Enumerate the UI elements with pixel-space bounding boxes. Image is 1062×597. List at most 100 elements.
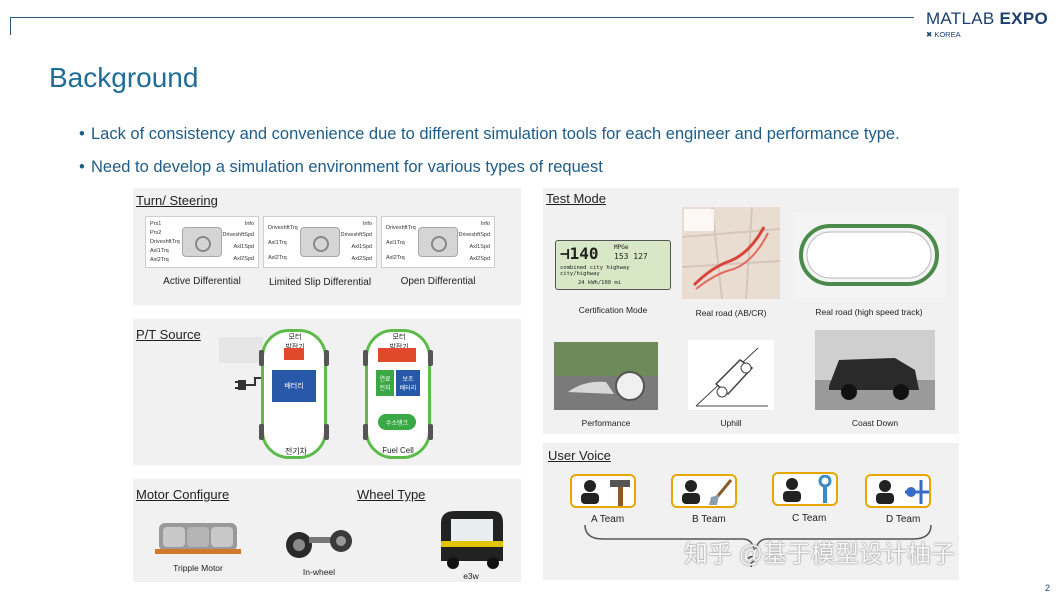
bullet-item: •Lack of consistency and convenience due… <box>79 125 900 143</box>
fuel-cell-car-outline: 모터 발전기 연료 전지 보조 배터리 수소탱크 <box>363 329 433 459</box>
mpge-line: city/highway <box>560 271 600 277</box>
mpge-label-image: ⊣140 MPGe 153 127 combined city highway … <box>555 240 671 290</box>
port-label: Axl2Spd <box>233 256 255 262</box>
person-icon <box>876 480 894 504</box>
item-caption: Real road (high speed track) <box>815 307 923 317</box>
coast-down-image <box>815 330 935 410</box>
performance-image <box>554 342 658 410</box>
motor-box <box>378 348 416 362</box>
mpge-city: 153 <box>614 252 629 261</box>
person-icon <box>783 478 801 502</box>
panel-title: User Voice <box>548 448 611 463</box>
panel-title: Test Mode <box>546 191 606 206</box>
wrench-icon <box>818 475 832 503</box>
port-label: Info <box>244 221 254 227</box>
item-caption: In-wheel <box>302 567 336 577</box>
bullet-text: Need to develop a simulation environment… <box>91 158 603 176</box>
person-icon <box>682 480 700 504</box>
port-label: Axl2Spd <box>469 256 491 262</box>
port-label: Info <box>480 221 490 227</box>
mpge-line: 24 kWh/100 mi <box>578 280 622 286</box>
port-label: Prs2 <box>150 230 162 236</box>
port-label: Axl1Trq <box>268 240 287 246</box>
hydrogen-tank-box: 수소탱크 <box>378 414 416 430</box>
item-caption: Tripple Motor <box>173 563 223 573</box>
plug-icon: ⊣ <box>560 244 570 263</box>
team-a-box <box>570 474 636 508</box>
item-caption: Certification Mode <box>578 305 648 315</box>
panel-title: Wheel Type <box>357 487 426 502</box>
test-mode-panel: Test Mode ⊣140 MPGe 153 127 combined cit… <box>543 188 959 434</box>
block-caption: Active Differential <box>163 276 241 287</box>
block-caption: Limited Slip Differential <box>268 277 372 288</box>
pt-source-panel: P/T Source 모터 발전기 배터리 전기차 모터 발전기 연료 전지 보… <box>133 319 521 465</box>
matlab-expo-logo: MATLAB EXPO ✖ KOREA <box>926 9 1048 39</box>
differential-gear-icon <box>182 227 222 257</box>
logo-matlab-text: MATLAB <box>925 9 995 28</box>
differential-gear-icon <box>418 227 458 257</box>
port-label: DriveshftTrq <box>150 239 180 245</box>
question-mark: ? <box>747 554 756 571</box>
person-icon <box>581 480 599 504</box>
item-caption: Performance <box>581 418 631 428</box>
header-rule <box>10 17 914 18</box>
differential-gear-icon <box>300 227 340 257</box>
mpge-unit: MPGe <box>614 244 629 251</box>
high-speed-track-image <box>793 212 945 298</box>
port-label: DriveshftTrq <box>268 225 298 231</box>
hammer-icon <box>610 480 630 506</box>
port-label: Axl1Spd <box>351 244 373 250</box>
header-tick <box>10 17 11 35</box>
port-label: DriveshftSpd <box>458 232 491 238</box>
tripple-motor-image <box>155 523 241 554</box>
in-wheel-image <box>286 530 352 558</box>
motor-label: 모터 발전기 <box>285 334 304 351</box>
team-label: A Team <box>591 514 625 525</box>
port-label: Info <box>362 221 372 227</box>
port-label: Axl2Trq <box>386 255 405 261</box>
motor-wheel-panel: Motor Configure Wheel Type Tripple Motor… <box>133 479 521 582</box>
shovel-icon <box>709 479 733 505</box>
port-label: Axl1Spd <box>469 244 491 250</box>
team-d-box <box>865 474 931 508</box>
item-caption: Uphill <box>720 418 742 428</box>
fuel-cell-box: 연료 전지 <box>376 370 394 396</box>
port-label: Axl2Spd <box>351 256 373 262</box>
road-map-image <box>682 207 780 299</box>
port-label: DriveshftSpd <box>222 232 255 238</box>
page-number: 2 <box>1044 583 1050 593</box>
bullet-list: •Lack of consistency and convenience due… <box>79 118 1039 184</box>
turn-steering-panel: Turn/ Steering Prs1 Prs2 DriveshftTrq Ax… <box>133 188 521 305</box>
battery-box: 배터리 <box>272 370 316 402</box>
tools-icon <box>905 480 929 504</box>
ev-car-outline: 모터 발전기 배터리 <box>259 329 329 459</box>
motor-label: 모터 발전기 <box>389 334 408 351</box>
port-label: DriveshftTrq <box>386 225 416 231</box>
mpge-highway: 127 <box>633 252 648 261</box>
motor-box <box>284 348 304 360</box>
team-label: D Team <box>886 514 921 525</box>
team-c-box <box>772 472 838 506</box>
user-voice-panel: User Voice A Team B Team C Team D Team ? <box>543 443 959 580</box>
mpge-value: 140 <box>569 244 599 263</box>
logo-korea-text: KOREA <box>934 30 961 39</box>
port-label: Axl2Trq <box>150 257 169 263</box>
port-label: Axl1Trq <box>150 248 169 254</box>
grouping-brace <box>584 524 932 554</box>
team-label: B Team <box>692 514 726 525</box>
aux-battery-box: 보조 배터리 <box>396 370 420 396</box>
limited-slip-differential-block: DriveshftTrq Axl1Trq Axl2Trq Info Drives… <box>263 216 377 268</box>
item-caption: e3w <box>463 571 479 581</box>
active-differential-block: Prs1 Prs2 DriveshftTrq Axl1Trq Axl2Trq I… <box>145 216 259 268</box>
bullet-item: •Need to develop a simulation environmen… <box>79 158 603 176</box>
port-label: Axl2Trq <box>268 255 287 261</box>
flag-icon: ✖ <box>925 30 935 39</box>
logo-expo-text: EXPO <box>999 9 1048 28</box>
team-b-box <box>671 474 737 508</box>
block-caption: Open Differential <box>400 276 476 287</box>
item-caption: Real road (AB/CR) <box>695 308 767 318</box>
fuel-cell-caption: Fuel Cell <box>382 446 414 455</box>
watermark: 知乎 @基于模型设计柚子 <box>684 541 956 568</box>
charger-box <box>219 337 263 363</box>
port-label: DriveshftSpd <box>340 232 373 238</box>
